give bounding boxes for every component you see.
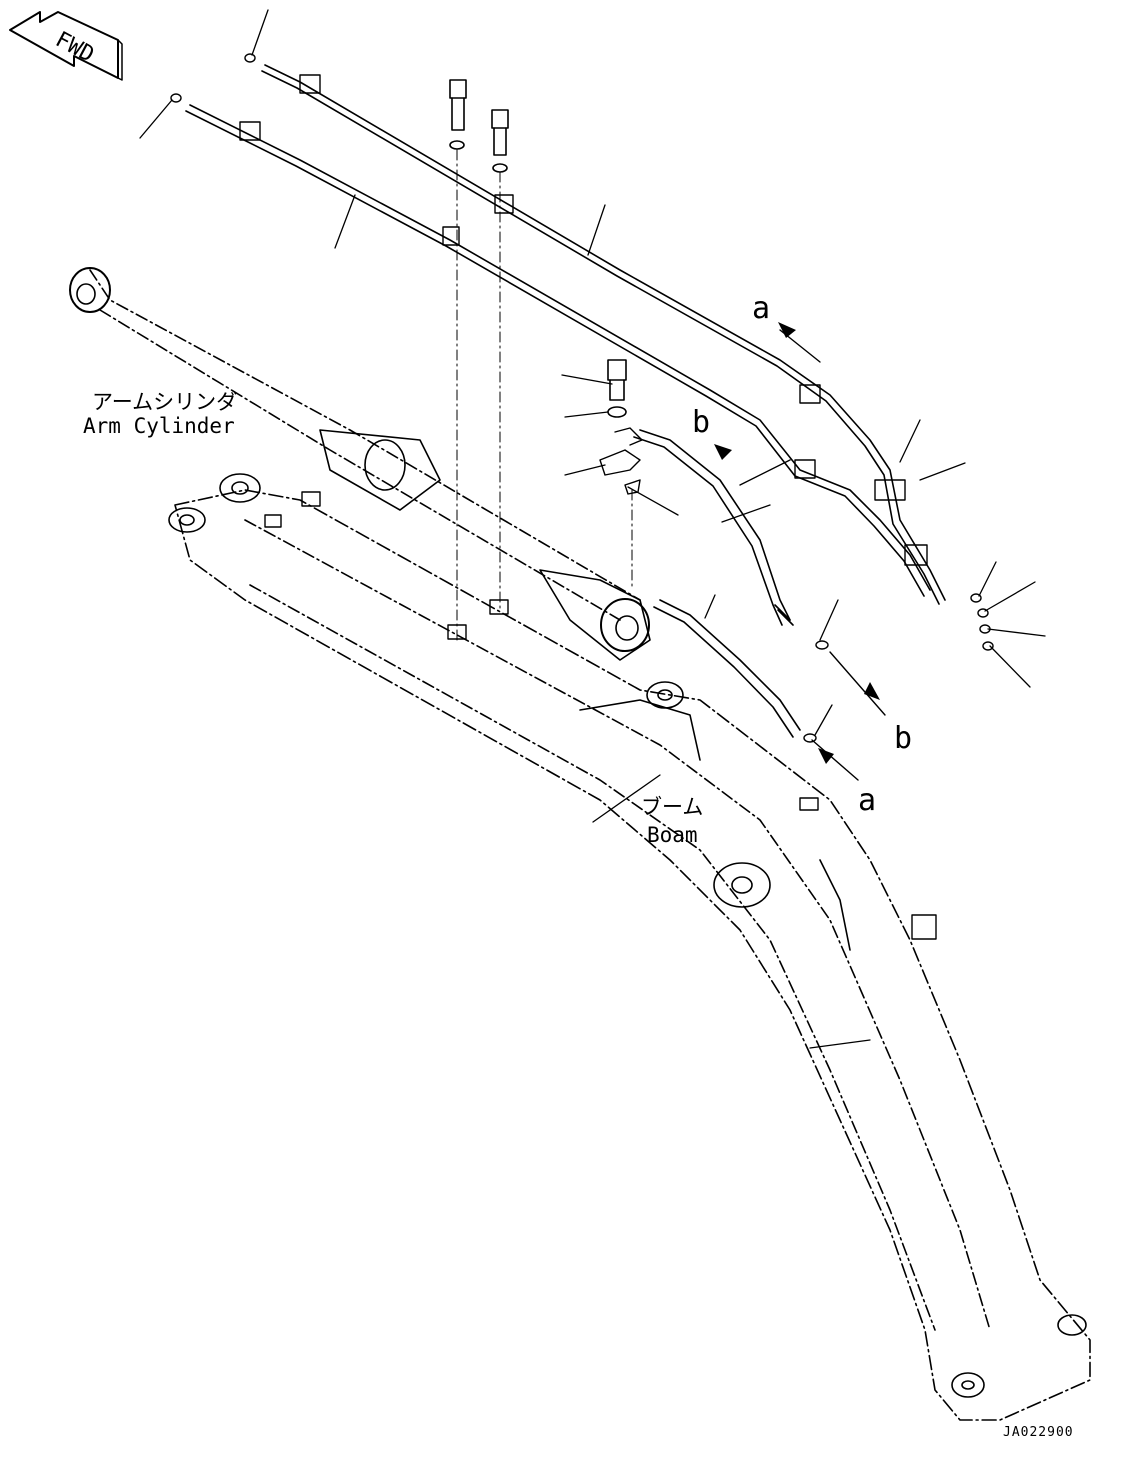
o-ring: [170, 53, 994, 743]
callout-b-top: b: [692, 405, 710, 440]
leader-line: [139, 9, 1046, 1049]
drawing-code: JA022900: [1003, 1425, 1074, 1440]
upper-pipe: [261, 64, 946, 605]
callout-arrow-icon: [739, 329, 886, 781]
callout-arrowhead-icon: [714, 322, 880, 764]
boom-label-ja: ブーム: [641, 795, 703, 819]
hose-upper: [633, 429, 794, 626]
callout-b-bottom: b: [894, 721, 912, 756]
hose-lower: [653, 599, 801, 738]
arm-cylinder-label-ja: アームシリンダ: [92, 390, 237, 414]
boom-label-en: Boam: [647, 823, 698, 847]
dash-line: [456, 149, 633, 641]
boom-outline: [168, 473, 1091, 1421]
boom-bracket: [264, 491, 937, 940]
callout-a-top: a: [752, 291, 770, 326]
pipe-clamp: [239, 74, 928, 566]
lower-pipe: [185, 104, 931, 597]
fwd-arrow-icon: [9, 11, 123, 81]
arm-cylinder: [69, 267, 651, 661]
bolt: [449, 79, 627, 418]
arm-cylinder-label-en: Arm Cylinder: [83, 414, 235, 438]
callout-a-bottom: a: [858, 783, 876, 818]
